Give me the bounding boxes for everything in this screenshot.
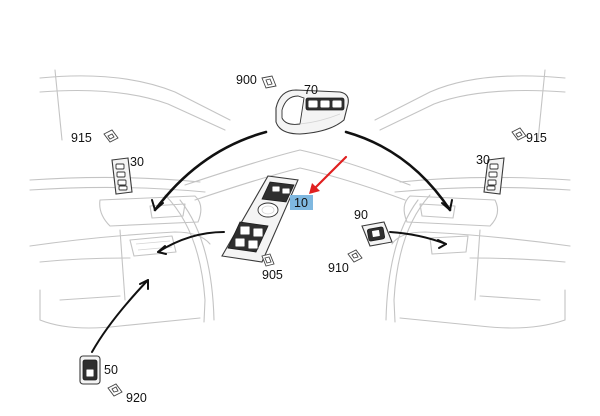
connector-910 [347, 249, 363, 263]
driver-window-switch-block[interactable] [221, 175, 299, 263]
callout-915-right: 915 [526, 131, 547, 145]
door-switch-module-right[interactable] [483, 157, 505, 195]
connector-915-right [511, 127, 527, 141]
pointer-arrow [309, 155, 348, 194]
callout-30-right: 30 [476, 153, 490, 167]
leader-arrows [91, 130, 453, 353]
callout-labels: 900 70 915 30 915 30 10 90 905 910 50 92… [71, 73, 547, 405]
connector-915-left [103, 129, 119, 143]
connector-905 [261, 253, 275, 267]
connector-900 [261, 75, 277, 89]
callout-900: 900 [236, 73, 257, 87]
callout-905: 905 [262, 268, 283, 282]
seat-adjust-switch[interactable] [275, 89, 349, 135]
callout-10-highlight [290, 195, 313, 210]
callout-10: 10 [294, 196, 308, 210]
callout-920: 920 [126, 391, 147, 405]
callout-70: 70 [304, 83, 318, 97]
door-switch-module-left[interactable] [111, 157, 133, 195]
connector-920 [107, 383, 123, 397]
passenger-window-switch[interactable] [361, 221, 393, 247]
callout-910: 910 [328, 261, 349, 275]
callout-30-left: 30 [130, 155, 144, 169]
right-door-outline [374, 69, 571, 329]
callout-915-left: 915 [71, 131, 92, 145]
center-console-outline [184, 149, 411, 201]
callout-50: 50 [104, 363, 118, 377]
callout-90: 90 [354, 208, 368, 222]
left-door-outline [29, 69, 231, 329]
rear-window-switch[interactable] [79, 355, 101, 385]
